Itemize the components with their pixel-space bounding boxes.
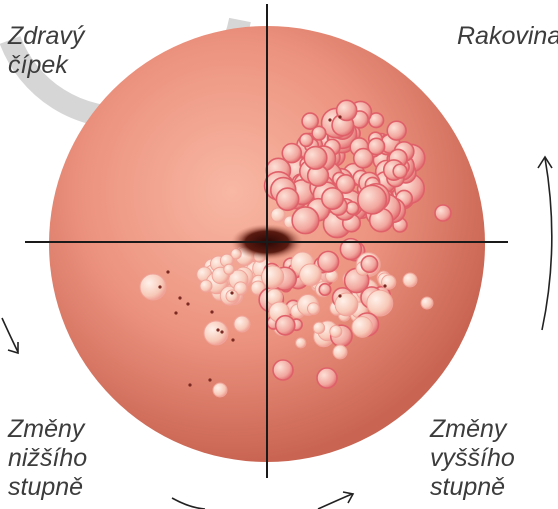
- lesion-cell: [330, 326, 342, 338]
- nucleus-dot: [188, 383, 191, 386]
- lesion-cell: [292, 207, 319, 234]
- lesion-cell: [300, 264, 322, 286]
- lesion-cell: [140, 274, 166, 300]
- nucleus-dot: [328, 118, 331, 121]
- nucleus-dot: [230, 291, 233, 294]
- nucleus-dot: [166, 270, 169, 273]
- lesion-cell: [421, 297, 433, 309]
- lesion-cell: [393, 164, 407, 178]
- nucleus-dot: [220, 330, 223, 333]
- nucleus-dot: [186, 302, 189, 305]
- nucleus-dot: [338, 115, 341, 118]
- arrow-left-down: [2, 318, 18, 352]
- lesion-cell: [234, 316, 250, 332]
- nucleus-dot: [231, 338, 234, 341]
- lesion-cell: [213, 383, 227, 397]
- lesion-cell: [276, 188, 298, 210]
- lesion-cell: [368, 138, 384, 154]
- label-line: nižšího: [8, 444, 87, 473]
- lesion-cell: [352, 317, 373, 338]
- lesion-cell: [322, 188, 343, 209]
- lesion-cell: [282, 144, 301, 163]
- label-line: čípek: [8, 51, 84, 80]
- lesion-cell: [304, 147, 327, 170]
- lesion-cell: [317, 368, 337, 388]
- lesion-cell: [273, 360, 293, 380]
- lesion-cell: [382, 275, 396, 289]
- nucleus-dot: [216, 328, 219, 331]
- nucleus-dot: [178, 296, 181, 299]
- arrow-right-up: [542, 158, 552, 330]
- lesion-cell: [307, 303, 319, 315]
- nucleus-dot: [338, 294, 341, 297]
- lesion-cell: [319, 284, 331, 296]
- lesion-cell: [435, 205, 451, 221]
- lesion-cell: [204, 321, 228, 345]
- arrow-bottom-right: [318, 494, 352, 509]
- arrow-bottom-curve: [172, 498, 205, 509]
- nucleus-dot: [210, 310, 213, 313]
- label-line: Změny: [430, 415, 515, 444]
- label-line: stupně: [430, 473, 515, 502]
- lesion-cell: [358, 185, 387, 214]
- lesion-cell: [276, 316, 295, 335]
- nucleus-dot: [208, 378, 211, 381]
- lesion-cell: [296, 338, 306, 348]
- nucleus-dot: [158, 285, 161, 288]
- nucleus-dot: [174, 311, 177, 314]
- label-line: Změny: [8, 415, 87, 444]
- nucleus-dot: [383, 284, 386, 287]
- lesion-cell: [367, 290, 393, 316]
- lesion-cell: [262, 266, 284, 288]
- label-line: Rakovina: [457, 22, 558, 51]
- lesion-cell: [403, 273, 417, 287]
- lesion-cell: [313, 322, 324, 333]
- lesion-cell: [361, 256, 377, 272]
- label-line: Zdravý: [8, 22, 84, 51]
- lesion-cell: [300, 134, 313, 147]
- lesion-cell: [200, 280, 212, 292]
- lesion-cell: [318, 251, 339, 272]
- label-line: vyššího: [430, 444, 515, 473]
- lesion-cell: [312, 126, 326, 140]
- lesion-cell: [346, 202, 359, 215]
- lesion-cell: [387, 121, 406, 140]
- label-cancer: Rakovina: [457, 22, 558, 51]
- lesion-cell: [333, 345, 347, 359]
- lesion-cell: [224, 264, 234, 274]
- label-line: stupně: [8, 473, 87, 502]
